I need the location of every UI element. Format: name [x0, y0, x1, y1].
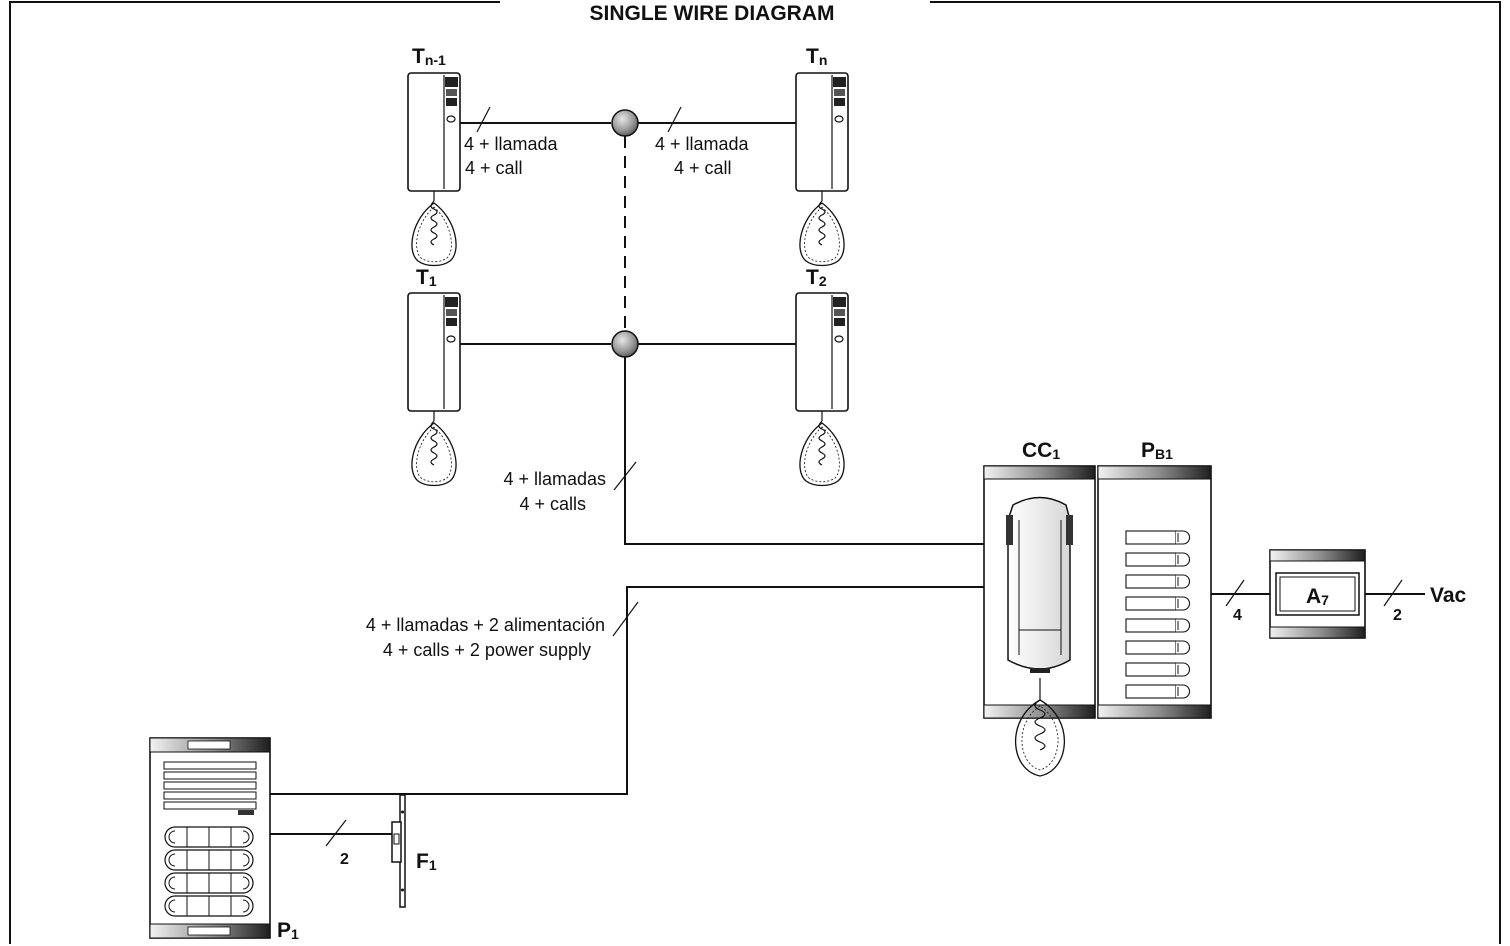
label-vac: Vac [1430, 584, 1467, 607]
call-button [1125, 662, 1191, 677]
call-button [1125, 530, 1191, 545]
call-button [1125, 596, 1191, 611]
handset-t2-icon [795, 292, 849, 487]
call-button [1125, 574, 1191, 589]
diagram-title: SINGLE WIRE DIAGRAM [590, 2, 835, 25]
wire-a7-vac [1365, 579, 1425, 607]
handset-tn-icon [795, 72, 849, 267]
button-panel-pb1 [1097, 465, 1212, 719]
label-cc1: CC1 [1022, 439, 1060, 462]
wire-p1-cc1 [270, 586, 984, 795]
panel-button [164, 826, 254, 848]
call-button [1125, 640, 1191, 655]
wire-tn1-tn [460, 106, 796, 133]
wire-label-top-left-es: 4 + llamada [464, 134, 559, 154]
call-button [1125, 684, 1191, 699]
wire-count-pb1-a7: 4 [1233, 607, 1242, 624]
label-tn: Tn [806, 45, 827, 68]
wire-label-riser-en: 4 + calls [519, 494, 586, 514]
wire-p1-f1 [270, 819, 392, 847]
wire-pb1-a7 [1211, 579, 1270, 607]
panel-button [164, 872, 254, 894]
label-a7: A7 [1306, 585, 1329, 608]
wire-count-p1-f1: 2 [340, 851, 349, 868]
wire-label-top-right-es: 4 + llamada [655, 134, 750, 154]
panel-button [164, 895, 254, 917]
label-t2: T2 [806, 266, 827, 289]
door-lock-f1 [391, 794, 406, 908]
wire-label-riser-es: 4 + llamadas [503, 469, 606, 489]
label-p1: P1 [277, 919, 299, 942]
diagram-frame [9, 1, 1501, 944]
label-tn1: Tn-1 [412, 45, 446, 68]
wire-label-top-left-en: 4 + call [465, 158, 523, 178]
power-supply-a7 [1269, 549, 1366, 639]
wire-count-a7-vac: 2 [1393, 607, 1402, 624]
call-button [1125, 618, 1191, 633]
junction-box-bottom [611, 330, 639, 358]
wire-label-panel-en: 4 + calls + 2 power supply [383, 640, 591, 660]
label-pb1: PB1 [1141, 439, 1173, 462]
wire-label-panel-es: 4 + llamadas + 2 alimentación [366, 615, 605, 635]
call-button [1125, 552, 1191, 567]
wire-riser-cc1 [613, 357, 984, 545]
handset-tn1-icon [407, 72, 461, 267]
label-f1: F1 [416, 850, 437, 873]
handset-t1-icon [407, 292, 461, 487]
concierge-unit-cc1 [983, 465, 1096, 777]
panel-button [164, 849, 254, 871]
door-panel-p1 [149, 737, 271, 939]
label-t1: T1 [416, 266, 437, 289]
wire-label-top-right-en: 4 + call [674, 158, 732, 178]
junction-box-top [611, 109, 639, 137]
